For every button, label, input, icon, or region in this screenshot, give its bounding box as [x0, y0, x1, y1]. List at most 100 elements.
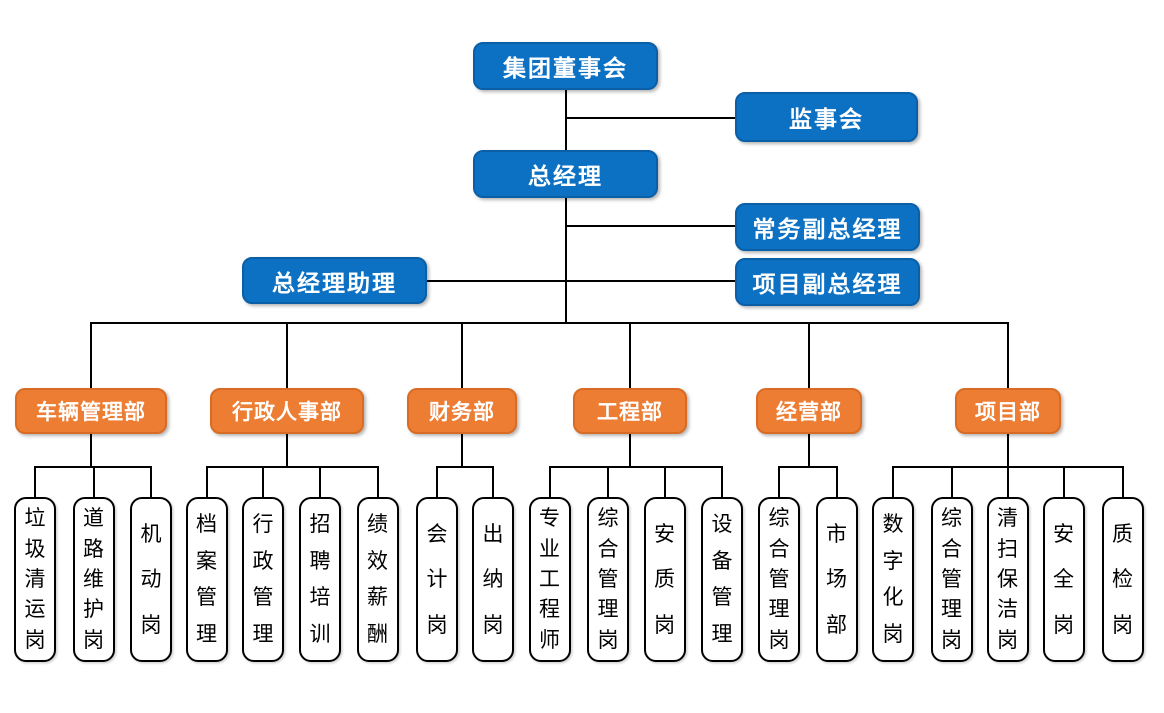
position-char: 岗 — [140, 612, 162, 637]
connector-line — [436, 466, 494, 468]
position-char: 设 — [711, 512, 733, 537]
position-char: 路 — [83, 536, 104, 561]
connector-line — [286, 324, 288, 388]
position-char: 岗 — [882, 621, 904, 646]
position-char: 合 — [597, 536, 619, 561]
position-char: 工 — [539, 566, 560, 591]
position-char: 圾 — [24, 536, 46, 561]
connector-line — [427, 280, 735, 282]
position-char: 清 — [24, 566, 46, 591]
connector-line — [90, 322, 1009, 324]
supervisory-board-box: 监事会 — [735, 92, 918, 142]
connector-line — [90, 324, 92, 388]
position-char: 护 — [83, 597, 104, 622]
connector-line — [34, 468, 36, 497]
position-box: 行政管理 — [242, 497, 284, 662]
position-char: 岗 — [83, 627, 104, 652]
connector-line — [808, 324, 810, 388]
connector-line — [1006, 468, 1009, 497]
connector-line — [835, 468, 838, 497]
department-box: 车辆管理部 — [15, 388, 167, 434]
position-char: 维 — [83, 566, 104, 591]
position-char: 质 — [1112, 521, 1133, 546]
position-char: 数 — [882, 512, 904, 537]
position-char: 场 — [826, 567, 847, 591]
position-char: 岗 — [426, 612, 448, 637]
connector-line — [150, 468, 152, 497]
connector-line — [1062, 468, 1065, 497]
board-of-directors-box: 集团董事会 — [473, 42, 658, 90]
position-char: 综 — [768, 506, 790, 531]
position-box: 综合管理岗 — [758, 497, 800, 662]
position-char: 聘 — [309, 548, 331, 573]
connector-line — [376, 468, 379, 497]
position-char: 岗 — [1112, 612, 1133, 637]
position-char: 岗 — [597, 627, 619, 652]
connector-line — [629, 324, 631, 388]
position-char: 程 — [539, 597, 560, 622]
position-char: 检 — [1112, 567, 1133, 591]
position-char: 机 — [140, 521, 162, 546]
position-char: 部 — [826, 612, 847, 637]
position-char: 岗 — [1053, 612, 1074, 637]
position-char: 动 — [140, 567, 162, 591]
connector-line — [262, 468, 264, 497]
department-box: 经营部 — [756, 388, 862, 434]
executive-deputy-gm-box: 常务副总经理 — [735, 203, 920, 251]
position-char: 岗 — [24, 627, 46, 652]
position-box: 市场部 — [815, 497, 858, 662]
connector-line — [548, 468, 551, 497]
position-box: 机动岗 — [130, 497, 172, 662]
position-box: 数字化岗 — [872, 497, 914, 662]
position-char: 合 — [941, 536, 962, 561]
position-char: 垃 — [24, 506, 46, 531]
position-char: 运 — [24, 597, 46, 622]
connector-line — [548, 466, 723, 468]
connector-line — [663, 468, 666, 497]
connector-line — [205, 468, 208, 497]
position-char: 岗 — [941, 627, 962, 652]
position-char: 化 — [882, 585, 904, 610]
position-box: 安全岗 — [1042, 497, 1085, 662]
position-char: 管 — [768, 566, 790, 591]
connector-line — [565, 225, 735, 227]
connector-line — [461, 324, 463, 388]
position-box: 专业工程师 — [528, 497, 571, 662]
department-box: 工程部 — [573, 388, 687, 434]
position-char: 字 — [882, 548, 904, 573]
position-char: 计 — [426, 567, 448, 591]
position-char: 效 — [367, 548, 388, 573]
position-box: 综合管理岗 — [587, 497, 629, 662]
position-char: 管 — [196, 585, 217, 610]
project-deputy-gm-box: 项目副总经理 — [735, 258, 920, 306]
connector-line — [461, 434, 463, 466]
connector-line — [1007, 434, 1009, 466]
position-char: 政 — [252, 548, 274, 573]
position-box: 质检岗 — [1101, 497, 1144, 662]
department-box: 行政人事部 — [210, 388, 364, 434]
general-manager-box: 总经理 — [473, 150, 658, 198]
position-box: 安质岗 — [643, 497, 686, 662]
connector-line — [286, 434, 288, 466]
connector-line — [319, 468, 321, 497]
position-box: 出纳岗 — [472, 497, 514, 662]
position-char: 清 — [997, 506, 1018, 531]
position-char: 质 — [654, 567, 675, 591]
position-char: 管 — [711, 585, 733, 610]
connector-line — [492, 468, 494, 497]
position-char: 绩 — [367, 512, 388, 537]
position-char: 出 — [482, 521, 504, 546]
position-char: 业 — [539, 536, 560, 561]
position-box: 垃圾清运岗 — [14, 497, 56, 662]
position-box: 招聘培训 — [299, 497, 341, 662]
position-box: 设备管理 — [701, 497, 743, 662]
position-char: 岗 — [997, 627, 1018, 652]
position-char: 理 — [941, 597, 962, 622]
connector-line — [1007, 324, 1009, 388]
connector-line — [205, 466, 379, 468]
position-char: 综 — [597, 506, 619, 531]
position-box: 清扫保洁岗 — [986, 497, 1029, 662]
position-char: 综 — [941, 506, 962, 531]
position-char: 训 — [309, 621, 331, 646]
